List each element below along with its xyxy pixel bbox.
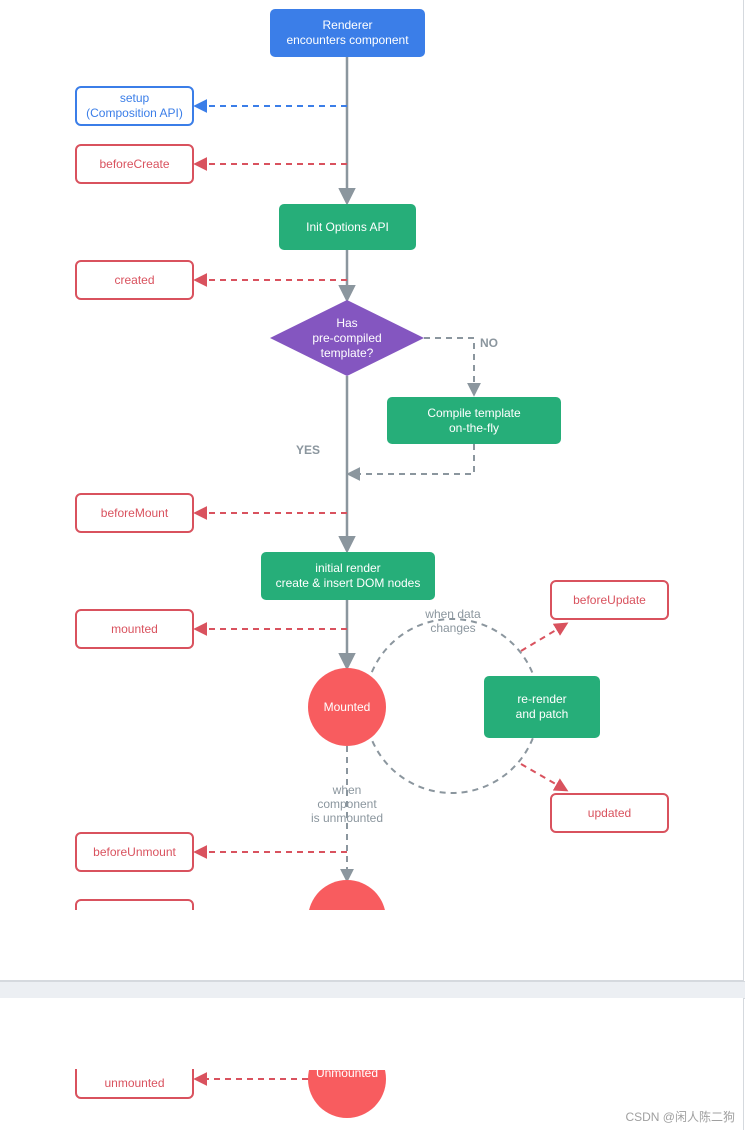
unmount-condition-label: when component is unmounted	[310, 783, 384, 825]
yes-label: YES	[296, 443, 321, 457]
hook-created: created	[75, 260, 194, 300]
renderer-node: Renderer encounters component	[270, 9, 425, 57]
init-options-node: Init Options API	[279, 204, 416, 250]
hook-arrow-updated	[520, 763, 569, 792]
unmounted-state-node: Unmounted	[308, 1070, 386, 1118]
unmounted-node-top-clip	[308, 880, 386, 910]
hook-beforemount: beforeMount	[75, 493, 194, 533]
hook-updated: updated	[550, 793, 669, 833]
compile-template-node: Compile template on-the-fly	[387, 397, 561, 444]
hook-beforeunmount: beforeUnmount	[75, 832, 194, 872]
hook-beforeupdate: beforeUpdate	[550, 580, 669, 620]
no-label: NO	[480, 336, 498, 350]
hook-arrow-beforeupdate	[520, 622, 569, 652]
hook-mounted: mounted	[75, 609, 194, 649]
compile-return-line	[346, 444, 475, 481]
unmounted-node-top-part	[308, 880, 386, 910]
decision-diamond	[270, 300, 424, 376]
hook-setup: setup (Composition API)	[75, 86, 194, 126]
initial-render-node: initial render create & insert DOM nodes	[261, 552, 435, 600]
rerender-node: re-render and patch	[484, 676, 600, 738]
data-changes-label: when data changes	[425, 607, 481, 635]
hook-unmounted-bottom-clip: unmounted	[75, 1069, 194, 1099]
unmounted-node-bottom-clip: Unmounted	[308, 1070, 386, 1118]
hook-unmounted: unmounted	[75, 1069, 194, 1099]
decision-label: Has pre-compiled template?	[312, 315, 382, 360]
hook-unmounted-top-part	[75, 899, 194, 910]
hook-beforecreate: beforeCreate	[75, 144, 194, 184]
no-branch-line	[424, 337, 481, 397]
mounted-state-node: Mounted	[308, 668, 386, 746]
watermark: CSDN @闲人陈二狗	[625, 1110, 735, 1124]
hook-unmounted-top-clip	[75, 899, 194, 910]
